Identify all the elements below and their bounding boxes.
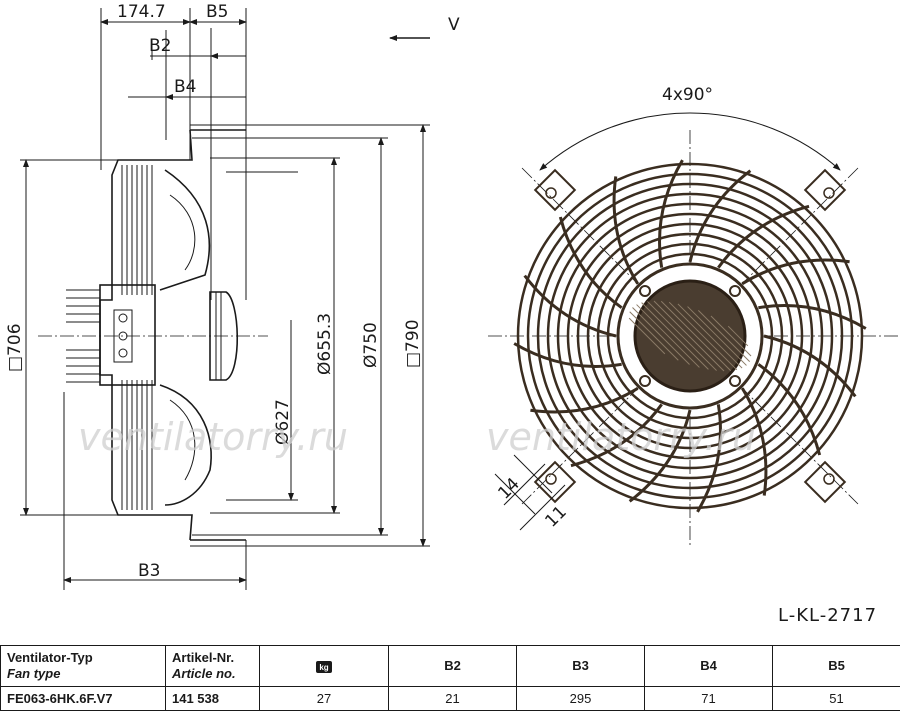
hub-hatch-line — [660, 300, 732, 372]
guard-spoke — [530, 387, 639, 414]
guard-ring — [556, 202, 824, 470]
guard-spokes — [513, 159, 867, 513]
cell-b5: 51 — [772, 685, 900, 712]
guard-spoke — [741, 258, 850, 285]
header-weight: kg — [259, 645, 389, 687]
cell-weight: 27 — [259, 685, 389, 712]
header-b5: B5 — [772, 645, 900, 687]
dim-174-7-label: 174.7 — [117, 2, 166, 22]
hub-hatch-line — [710, 315, 752, 357]
hub-hatch-line — [636, 304, 700, 368]
side-view: 174.7 B5 B2 B4 B3 □706 Ø627 Ø655.3 Ø750 … — [5, 2, 460, 590]
hub-hatch-line — [727, 325, 749, 347]
guard-spoke — [558, 216, 623, 309]
guard-spoke — [628, 409, 692, 503]
table-row: FE063-6HK.6F.V7 141 538 27 21 295 71 51 — [0, 685, 900, 712]
view-v-label: V — [448, 15, 460, 35]
guard-spoke — [758, 304, 867, 330]
guard-spoke — [658, 159, 684, 268]
hub-hatch-line — [687, 306, 747, 366]
hub-hatch-line — [697, 309, 751, 363]
guard-ring — [596, 242, 784, 430]
hub-hatch-line — [632, 307, 690, 365]
front-view: 4x90° 14 11 — [488, 85, 898, 545]
guard-ring — [566, 212, 814, 460]
guard-spoke — [513, 342, 622, 368]
technical-drawing: 174.7 B5 B2 B4 B3 □706 Ø627 Ø655.3 Ø750 … — [5, 2, 898, 626]
cell-b2: 21 — [388, 685, 517, 712]
header-article: Artikel-Nr.Article no. — [165, 645, 260, 687]
guard-spoke — [612, 176, 639, 285]
hub-hatch-line — [629, 311, 679, 361]
cell-b3: 295 — [516, 685, 645, 712]
dim-b2-label: B2 — [149, 36, 171, 56]
dim-627-label: Ø627 — [273, 399, 293, 445]
watermark-left: ventilatorry.ru — [78, 415, 348, 459]
guard-spoke — [741, 387, 768, 496]
watermark-right: ventilatorry.ru — [486, 415, 756, 459]
guard-spoke — [696, 404, 722, 513]
cell-article: 141 538 — [165, 685, 260, 712]
dim-790-label: □790 — [403, 319, 423, 368]
mounting-brackets — [533, 168, 847, 504]
hub-hatch-line — [647, 301, 717, 371]
hub-hatch-line — [653, 300, 725, 372]
dim-angle-label: 4x90° — [662, 85, 713, 105]
guard-spoke — [757, 363, 822, 456]
cell-b4: 71 — [644, 685, 773, 712]
hub-hatch-line — [628, 317, 666, 355]
guard-rings — [516, 162, 864, 510]
dim-b4-label: B4 — [174, 77, 196, 97]
dim-655-label: Ø655.3 — [315, 313, 335, 375]
header-b4: B4 — [644, 645, 773, 687]
dim-750-label: Ø750 — [361, 322, 381, 368]
weight-icon: kg — [316, 661, 332, 674]
guard-ring — [526, 172, 854, 500]
guard-spoke — [688, 169, 752, 263]
guard-ring — [536, 182, 844, 490]
drawing-reference: L-KL-2717 — [778, 605, 877, 626]
guard-spoke — [570, 403, 663, 468]
guard-ring — [546, 192, 834, 480]
cell-fan-type: FE063-6HK.6F.V7 — [0, 685, 166, 712]
hub-hatch-line — [668, 301, 738, 371]
hub-hatch-line — [641, 302, 709, 370]
guard-spoke — [717, 204, 810, 269]
cooling-fins — [66, 165, 153, 510]
hub-hatch-line — [677, 303, 743, 369]
guard-ring — [586, 232, 794, 440]
header-b2: B2 — [388, 645, 517, 687]
guard-ring — [606, 252, 774, 420]
guard-ring — [576, 222, 804, 450]
header-b3: B3 — [516, 645, 645, 687]
guard-spoke — [523, 274, 617, 338]
hub-motor — [628, 300, 752, 372]
dim-706-label: □706 — [5, 323, 25, 372]
dim-hole-11-label: 11 — [541, 502, 570, 531]
dim-b3-label: B3 — [138, 561, 160, 581]
guard-spoke — [763, 334, 857, 398]
dim-b5-label: B5 — [206, 2, 228, 22]
